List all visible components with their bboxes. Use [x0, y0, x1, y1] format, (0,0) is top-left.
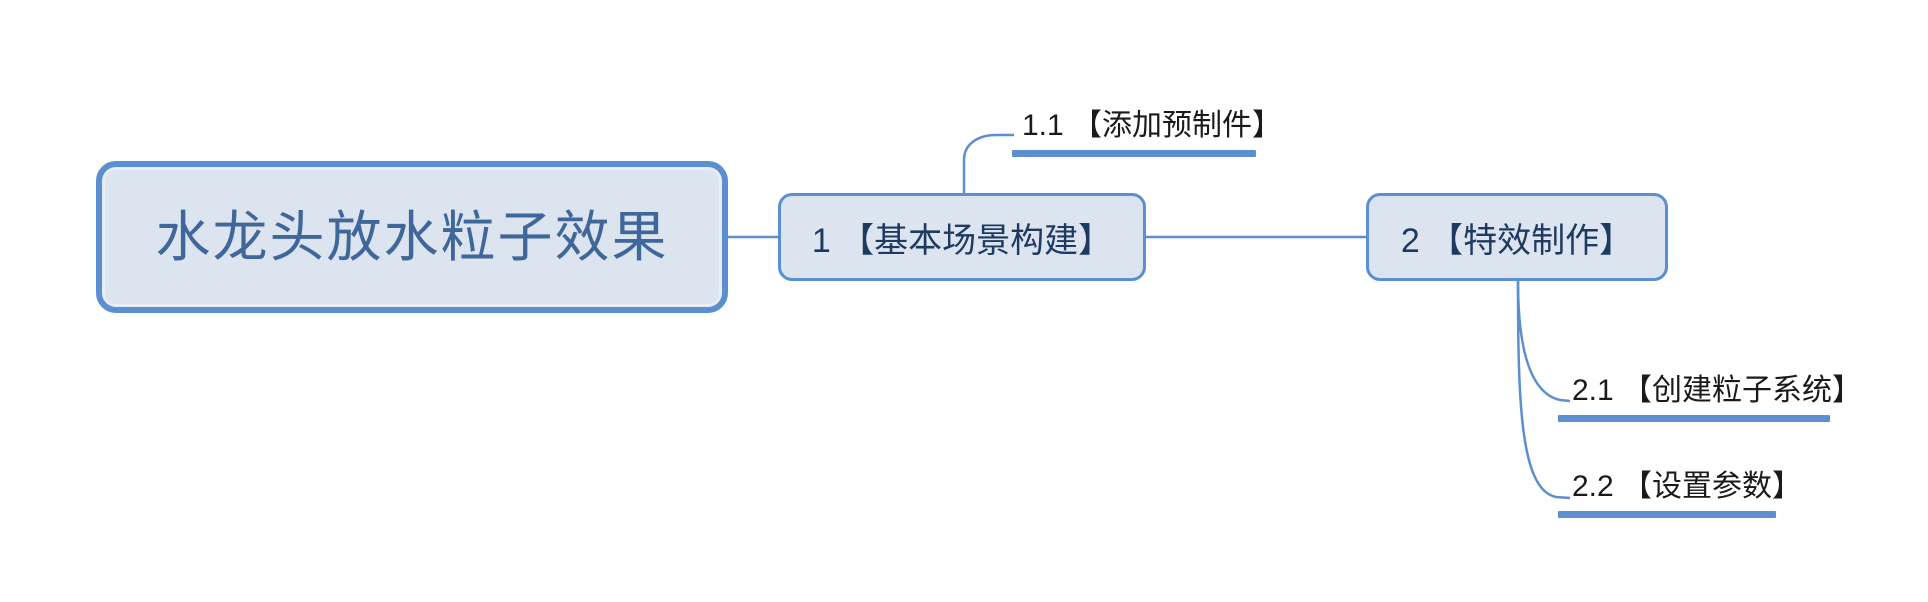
leaf-node-2-1-underline — [1558, 415, 1830, 422]
leaf-node-1-1-underline — [1012, 150, 1256, 157]
leaf-node-2-2-underline — [1558, 511, 1776, 518]
connector-branch-2-to-leaf-2-1 — [1516, 280, 1571, 403]
leaf-node-1-1-label: 1.1 【添加预制件】 — [1022, 109, 1283, 142]
leaf-node-2-1-label: 2.1 【创建粒子系统】 — [1572, 374, 1863, 407]
root-node[interactable]: 水龙头放水粒子效果 — [96, 161, 728, 313]
leaf-node-2-2-label: 2.2 【设置参数】 — [1572, 470, 1803, 503]
branch-node-2-label: 2 【特效制作】 — [1400, 221, 1634, 260]
connector-branch-2-to-leaf-2-2 — [1516, 280, 1571, 500]
branch-node-1-label: 1 【基本场景构建】 — [811, 221, 1113, 260]
branch-node-1[interactable]: 1 【基本场景构建】 — [778, 193, 1146, 281]
root-node-label: 水龙头放水粒子效果 — [155, 205, 669, 268]
leaf-node-2-2[interactable]: 2.2 【设置参数】 — [1558, 461, 1806, 518]
connector-branch-1-to-leaf-1-1 — [962, 133, 1014, 193]
branch-node-2[interactable]: 2 【特效制作】 — [1366, 193, 1668, 281]
leaf-node-1-1[interactable]: 1.1 【添加预制件】 — [1012, 100, 1286, 157]
leaf-node-2-1[interactable]: 2.1 【创建粒子系统】 — [1558, 365, 1866, 422]
